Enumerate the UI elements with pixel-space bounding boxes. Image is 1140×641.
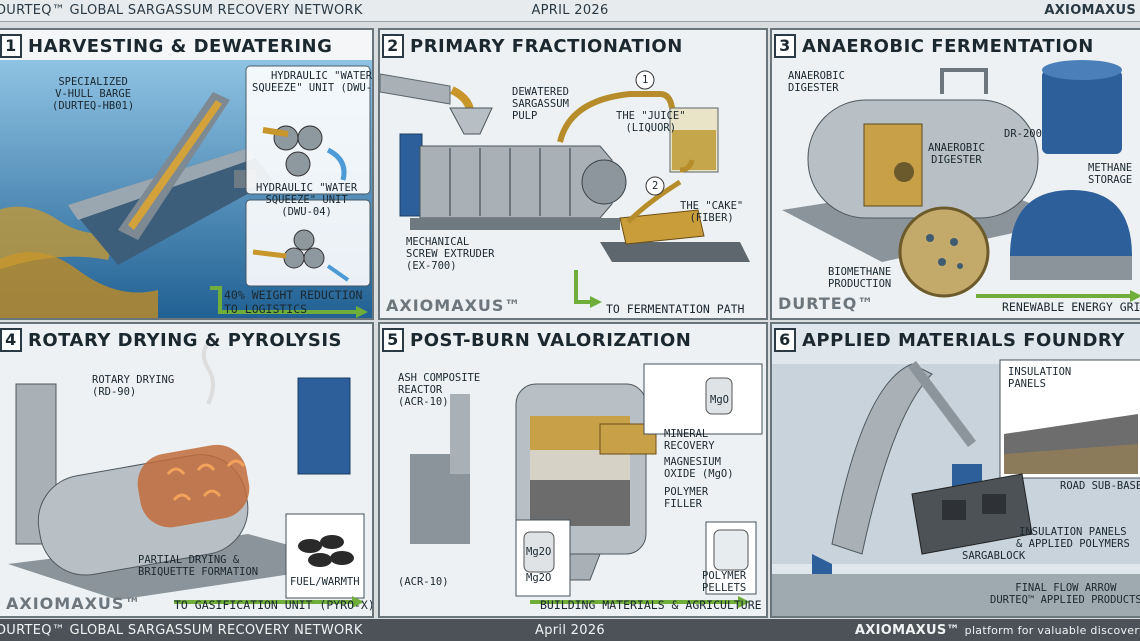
footer-date: April 2026	[535, 622, 605, 638]
panel-number: 4	[0, 328, 22, 352]
panel-fermentation: 3 ANAEROBIC FERMENTATION ANAEROBIC DIGES…	[770, 28, 1140, 320]
panel-title: 5 POST-BURN VALORIZATION	[382, 328, 691, 352]
header-date: APRIL 2026	[531, 3, 609, 18]
digester-label: ANAEROBIC DIGESTER	[788, 70, 845, 94]
axiomaxus-brand: AXIOMAXUS™	[386, 296, 522, 315]
extruder-label: MECHANICAL SCREW EXTRUDER (EX-700)	[406, 236, 495, 272]
panel-title-text: APPLIED MATERIALS FOUNDRY	[802, 329, 1125, 351]
panel-title-text: ROTARY DRYING & PYROLYSIS	[28, 329, 342, 351]
footer-brand-name: AXIOMAXUS™	[854, 622, 960, 638]
dryer-label: ROTARY DRYING (RD-90)	[92, 374, 175, 398]
juice-label: THE "JUICE" (LIQUOR)	[616, 110, 686, 134]
mgo-label: MAGNESIUM OXIDE (MgO)	[664, 456, 734, 480]
footer-bar: DURTEQ™ GLOBAL SARGASSUM RECOVERY NETWOR…	[0, 619, 1140, 641]
polymer-filler-label: POLYMER FILLER	[664, 486, 709, 510]
squeeze-unit-label-2: HYDRAULIC "WATER SQUEEZE" UNIT (DWU-04)	[256, 182, 358, 218]
footer-tagline: platform for valuable discovery	[964, 623, 1140, 637]
fermentation-illustration	[772, 30, 1140, 318]
jar-mgo-label: MgO	[710, 394, 729, 406]
header-bar: DURTEQ™ GLOBAL SARGASSUM RECOVERY NETWOR…	[0, 0, 1140, 22]
flow-label: RENEWABLE ENERGY GRID	[1002, 300, 1140, 314]
methane-storage-label: METHANE STORAGE	[1088, 162, 1133, 186]
insulation-label: INSULATION PANELS	[1008, 366, 1072, 390]
panel-title-text: POST-BURN VALORIZATION	[410, 329, 692, 351]
panel-valorization: 5 POST-BURN VALORIZATION ASH COMPOSITE R…	[378, 322, 768, 618]
fractionation-illustration	[380, 30, 766, 318]
panel-title-text: PRIMARY FRACTIONATION	[410, 35, 683, 57]
flow-label: TO GASIFICATION UNIT (PYRO-X)	[174, 598, 374, 612]
final-flow-label: FINAL FLOW ARROW DURTEQ™ APPLIED PRODUCT…	[990, 582, 1140, 606]
panel-title-text: ANAEROBIC FERMENTATION	[802, 35, 1094, 57]
panel-harvesting: 1 HARVESTING & DEWATERING SPECIALIZED V-…	[0, 28, 374, 320]
axiomaxus-brand: AXIOMAXUS™	[6, 594, 142, 613]
jar-mgo3-label: Mg2O	[526, 572, 552, 584]
foundry-illustration	[772, 324, 1140, 616]
panel-fractionation: 2 PRIMARY FRACTIONATION DEWATERED SARGAS…	[378, 28, 768, 320]
cake-label: THE "CAKE" (FIBER)	[680, 200, 744, 224]
biomethane-label: BIOMETHANE PRODUCTION	[828, 266, 892, 290]
pulp-label: DEWATERED SARGASSUM PULP	[512, 86, 569, 122]
road-subbase-label: ROAD SUB-BASE	[1060, 480, 1140, 492]
jar-mgo2-label: Mg2O	[526, 546, 552, 558]
header-brand: AXIOMAXUS	[1044, 3, 1136, 18]
mineral-recovery-label: MINERAL RECOVERY	[664, 428, 715, 452]
panel-number: 6	[774, 328, 796, 352]
squeeze-unit-label-1: HYDRAULIC "WATER SQUEEZE" UNIT (DWU-04)	[252, 70, 373, 94]
header-network-title: DURTEQ™ GLOBAL SARGASSUM RECOVERY NETWOR…	[0, 3, 363, 18]
valorization-illustration	[380, 324, 766, 616]
step-1-marker: 1	[642, 74, 649, 86]
acr-label: (ACR-10)	[398, 576, 449, 588]
digester-tank-id: DR-200	[1004, 128, 1042, 140]
drying-illustration	[0, 324, 372, 616]
panel-title: 6 APPLIED MATERIALS FOUNDRY	[774, 328, 1125, 352]
panel-number: 3	[774, 34, 796, 58]
sargablock-label: SARGABLOCK	[962, 550, 1026, 562]
panel-title: 1 HARVESTING & DEWATERING	[0, 34, 332, 58]
flow-label: 40% WEIGHT REDUCTION TO LOGISTICS	[224, 288, 363, 316]
flow-label: BUILDING MATERIALS & AGRICULTURE	[540, 598, 762, 612]
panel-foundry: 6 APPLIED MATERIALS FOUNDRY INSULATION P…	[770, 322, 1140, 618]
panel-number: 2	[382, 34, 404, 58]
flow-label: TO FERMENTATION PATH	[606, 302, 745, 316]
fuel-label: FUEL/WARMTH	[290, 576, 360, 588]
panel-title-text: HARVESTING & DEWATERING	[28, 35, 333, 57]
barge-label: SPECIALIZED V-HULL BARGE (DURTEQ-HB01)	[52, 76, 135, 112]
step-2-marker: 2	[652, 180, 659, 192]
durteq-brand: DURTEQ™	[778, 294, 875, 313]
footer-brand: AXIOMAXUS™ platform for valuable discove…	[855, 623, 1140, 638]
footer-network-title: DURTEQ™ GLOBAL SARGASSUM RECOVERY NETWOR…	[0, 622, 363, 638]
panel-title: 3 ANAEROBIC FERMENTATION	[774, 34, 1094, 58]
panels-polymers-label: INSULATION PANELS & APPLIED POLYMERS	[1016, 526, 1130, 550]
panel-title: 4 ROTARY DRYING & PYROLYSIS	[0, 328, 342, 352]
briquette-label: PARTIAL DRYING & BRIQUETTE FORMATION	[138, 554, 259, 578]
pellets-label: POLYMER PELLETS	[702, 570, 747, 594]
harvesting-illustration	[0, 60, 372, 318]
panel-number: 5	[382, 328, 404, 352]
reactor-label: ASH COMPOSITE REACTOR (ACR-10)	[398, 372, 481, 408]
panel-number: 1	[0, 34, 22, 58]
digester-tank-text: ANAEROBIC DIGESTER	[928, 142, 985, 166]
panel-title: 2 PRIMARY FRACTIONATION	[382, 34, 683, 58]
panel-drying: 4 ROTARY DRYING & PYROLYSIS ROTARY DRYIN…	[0, 322, 374, 618]
